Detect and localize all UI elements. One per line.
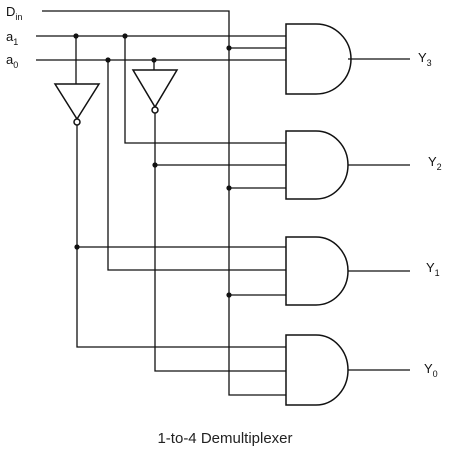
din-line [42,10,286,396]
junction-dots [73,33,232,298]
input-label-din: Din [6,4,22,22]
output-label-y0: Y0 [424,361,438,379]
and-gate-y3 [285,23,352,95]
not-gate-a1 [53,83,101,126]
output-label-y2: Y2 [428,154,442,172]
a1-branch-to-y2 [124,36,286,144]
diagram-caption: 1-to-4 Demultiplexer [157,430,292,447]
output-label-y3: Y3 [418,50,432,68]
input-label-a0: a0 [6,52,18,70]
not-gate-a0 [131,69,179,114]
and-gate-y0 [285,334,349,406]
input-label-a1: a1 [6,29,18,47]
output-label-y1: Y1 [426,260,440,278]
a1-bar-line [76,125,286,348]
and-gate-y1 [285,236,349,306]
and-gate-y2 [285,130,349,200]
a0-branch-to-y1 [107,60,286,271]
a0-bar-line [154,113,286,372]
